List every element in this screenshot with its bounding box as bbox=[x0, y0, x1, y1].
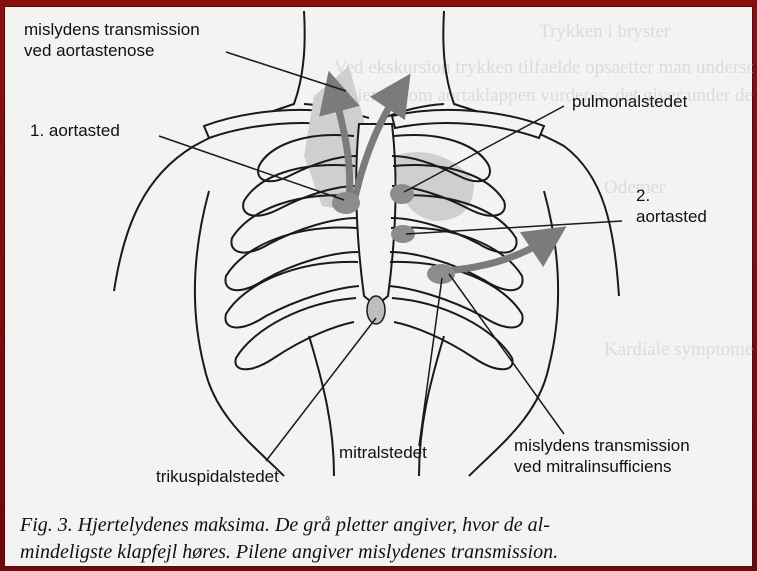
sternum bbox=[356, 124, 395, 306]
left-rib-cage-edge bbox=[195, 191, 284, 476]
pulmonary-area-spot bbox=[390, 184, 414, 204]
label-aortic-area-2-line1: 2. bbox=[636, 186, 650, 206]
leader-tricuspid bbox=[266, 318, 376, 461]
caption-line-2: mindeligste klapfejl høres. Pilene angiv… bbox=[20, 539, 750, 566]
label-pulmonary-area: pulmonalstedet bbox=[572, 92, 687, 112]
label-aortic-area-2-line2: aortasted bbox=[636, 207, 707, 227]
document-page: Trykken i bryster Ved ekskursion trykken… bbox=[4, 6, 753, 567]
right-shoulder-line bbox=[443, 11, 619, 296]
label-tricuspid-area: trikuspidalstedet bbox=[156, 467, 279, 487]
mitral-arrow bbox=[444, 238, 549, 271]
label-transmission-mitral-line1: mislydens transmission bbox=[514, 436, 690, 456]
label-transmission-aortic-line2: ved aortastenose bbox=[24, 41, 154, 61]
label-transmission-mitral-line2: ved mitralinsufficiens bbox=[514, 457, 671, 477]
left-rib-4 bbox=[225, 228, 358, 291]
right-rib-6 bbox=[392, 298, 513, 369]
label-mitral-area: mitralstedet bbox=[339, 443, 427, 463]
right-clavicle bbox=[392, 110, 544, 138]
left-rib-6 bbox=[235, 298, 356, 369]
label-aortic-area-1: 1. aortasted bbox=[30, 121, 120, 141]
aortic-area-1-spot bbox=[332, 192, 360, 214]
leader-aortic-transmission bbox=[226, 52, 346, 91]
xiphoid bbox=[367, 296, 385, 324]
left-costal-margin bbox=[309, 336, 334, 476]
left-rib-5 bbox=[225, 262, 359, 328]
figure-caption: Fig. 3. Hjertelydenes maksima. De grå pl… bbox=[20, 512, 750, 566]
caption-line-1: Fig. 3. Hjertelydenes maksima. De grå pl… bbox=[20, 512, 750, 539]
label-transmission-aortic-line1: mislydens transmission bbox=[24, 20, 200, 40]
